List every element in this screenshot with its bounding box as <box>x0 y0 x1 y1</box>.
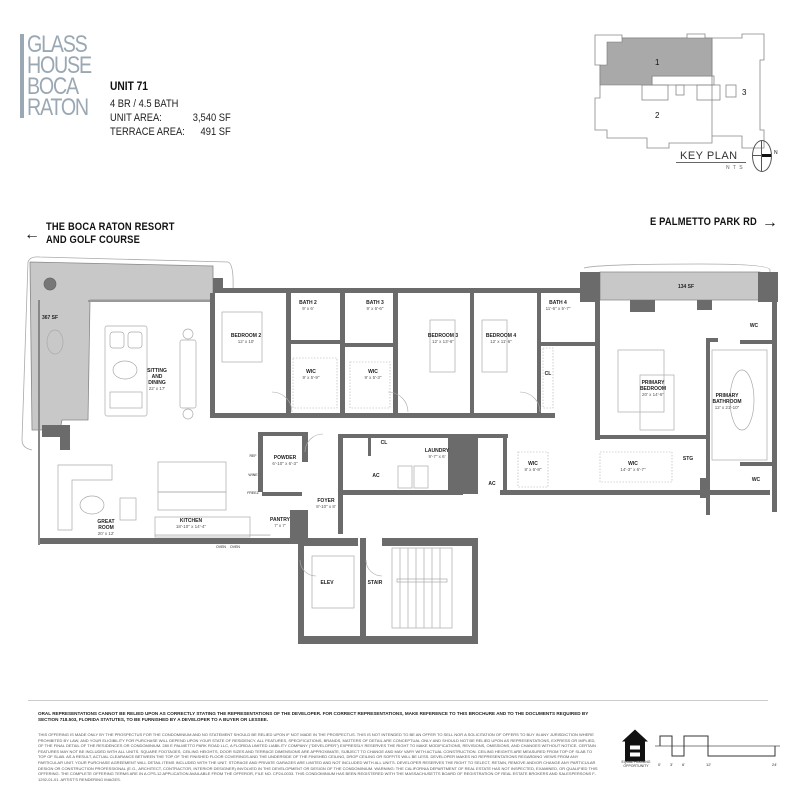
appliance-ref: REF <box>249 454 257 458</box>
scale-tick-24: 24' <box>772 762 778 767</box>
room-ac-1: AC <box>372 473 380 479</box>
key-plan-scale-note: N T S <box>726 165 744 171</box>
appliance-oven-2: OVEN <box>230 545 240 549</box>
room-ac-2: AC <box>488 481 496 487</box>
compass-letter: N <box>774 150 778 156</box>
unit-area-row: UNIT AREA: 3,540 SF <box>110 111 231 125</box>
appliance-wine: WINE <box>248 473 258 477</box>
terrace-area-label: TERRACE AREA: <box>110 126 185 138</box>
logo-line: HOUSE <box>27 52 92 79</box>
unit-area-label: UNIT AREA: <box>110 112 162 124</box>
appliance-oven-1: OVEN <box>216 545 226 549</box>
room-stair: STAIR <box>367 580 383 586</box>
unit-area-value: 3,540 SF <box>192 112 231 124</box>
svg-text:3: 3 <box>742 88 747 97</box>
brand-logo: GLASS HOUSE BOCA RATON <box>20 31 105 121</box>
appliance-freezer: FREEZ <box>247 491 259 495</box>
footer-divider <box>28 700 768 701</box>
room-closet-2: CL <box>380 440 388 446</box>
terrace-east-label: 134 SF <box>677 284 695 290</box>
equal-housing-icon <box>622 729 648 762</box>
terrace-west-label: 367 SF <box>41 315 59 321</box>
unit-info: UNIT 71 4 BR / 4.5 BATH UNIT AREA: 3,540 … <box>110 79 252 139</box>
disclaimer-bold: ORAL REPRESENTATIONS CANNOT BE RELIED UP… <box>38 711 589 722</box>
logo-line: RATON <box>27 94 89 121</box>
key-plan-diagram: 1 2 3 <box>594 33 765 149</box>
scale-tick-3: 3' <box>670 762 673 767</box>
disclaimer-body: THIS OFFERING IS MADE ONLY BY THE PROSPE… <box>38 732 598 782</box>
unit-title: UNIT 71 <box>110 79 148 93</box>
room-storage: STG <box>682 456 694 462</box>
room-closet: CL <box>544 371 552 377</box>
key-plan-underline <box>676 162 746 163</box>
room-wc-upper: WC <box>749 323 759 329</box>
terrace-west <box>29 261 214 431</box>
svg-text:2: 2 <box>655 111 660 120</box>
scale-tick-6: 6' <box>682 762 685 767</box>
room-elevator: ELEV <box>320 580 334 586</box>
room-wc-lower: WC <box>751 477 761 483</box>
terrace-area-value: 491 SF <box>200 126 231 138</box>
key-plan-label: KEY PLAN <box>680 150 738 162</box>
north-arrow-icon <box>752 140 772 172</box>
scale-bar <box>655 735 780 757</box>
beds-baths-value: 4 BR / 4.5 BATH <box>110 98 179 110</box>
svg-text:1: 1 <box>655 58 660 67</box>
direction-left: ← THE BOCA RATON RESORT AND GOLF COURSE <box>24 221 197 247</box>
arrow-left-icon: ← <box>24 225 40 243</box>
logo-line: GLASS <box>27 31 88 58</box>
direction-left-line1: THE BOCA RATON RESORT <box>46 221 175 233</box>
scale-tick-0: 0' <box>658 762 661 767</box>
terrace-area-row: TERRACE AREA: 491 SF <box>110 125 231 139</box>
arrow-right-icon: → <box>761 214 778 231</box>
logo-line: BOCA <box>27 73 79 100</box>
direction-right-label: E PALMETTO PARK RD <box>650 216 757 228</box>
scale-tick-12: 12' <box>706 762 712 767</box>
direction-right: E PALMETTO PARK RD → <box>650 214 778 231</box>
equal-housing-label: EQUAL HOUSING OPPORTUNITY <box>621 760 651 768</box>
key-plan-highlight <box>599 37 713 86</box>
beds-baths: 4 BR / 4.5 BATH <box>110 97 231 111</box>
direction-left-line2: AND GOLF COURSE <box>46 234 140 246</box>
floor-plan <box>21 256 778 644</box>
